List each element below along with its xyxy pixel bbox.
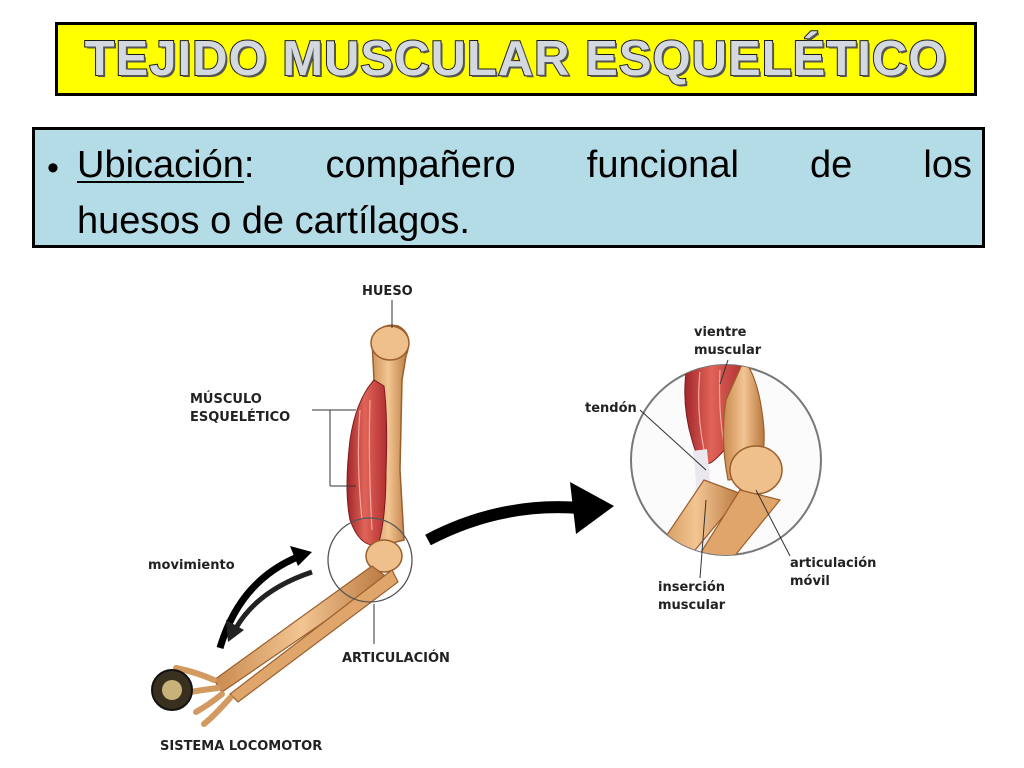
title-banner: TEJIDO MUSCULAR ESQUELÉTICO <box>55 22 977 96</box>
bullet-icon: • <box>47 149 59 187</box>
bullet-term: Ubicación <box>77 144 244 186</box>
label-musculo-2: ESQUELÉTICO <box>190 410 291 425</box>
bullet-line-2: huesos o de cartílagos. <box>77 200 470 242</box>
label-articulacion: ARTICULACIÓN <box>342 651 450 666</box>
label-vientre-1: vientre <box>694 325 747 340</box>
joint-highlight-circle <box>327 517 413 603</box>
bullet-line-1: Ubicación: compañero funcional de los <box>77 146 972 184</box>
label-tendon: tendón <box>585 401 637 416</box>
bullet-word: funcional <box>586 144 739 186</box>
bullet-colon: : <box>243 144 255 186</box>
label-vientre-2: muscular <box>694 343 762 358</box>
movement-arrows <box>216 546 313 649</box>
zoom-arrow-icon <box>425 482 614 546</box>
leader-lines <box>312 300 791 644</box>
hand-bones <box>173 665 233 727</box>
bullet-word: de <box>810 144 853 186</box>
label-movimiento: movimiento <box>148 558 235 573</box>
bullet-word: compañero <box>325 144 516 186</box>
label-sistema-locomotor: SISTEMA LOCOMOTOR <box>160 739 323 754</box>
label-insercion-2: muscular <box>658 598 726 613</box>
label-musculo-1: MÚSCULO <box>190 392 262 407</box>
bullet-term-group: Ubicación: <box>77 146 254 184</box>
label-articulacion-movil-2: móvil <box>790 574 830 589</box>
arm-drawing <box>151 324 413 727</box>
label-insercion-1: inserción <box>658 580 726 595</box>
label-articulacion-movil-1: articulación <box>790 556 877 571</box>
biceps-muscle <box>346 379 388 546</box>
bullet-word: los <box>923 144 972 186</box>
slide-title: TEJIDO MUSCULAR ESQUELÉTICO <box>84 31 948 86</box>
bullet-box: • Ubicación: compañero funcional de los … <box>32 127 985 248</box>
label-hueso: HUESO <box>362 284 413 299</box>
zoom-detail-circle <box>630 364 822 556</box>
